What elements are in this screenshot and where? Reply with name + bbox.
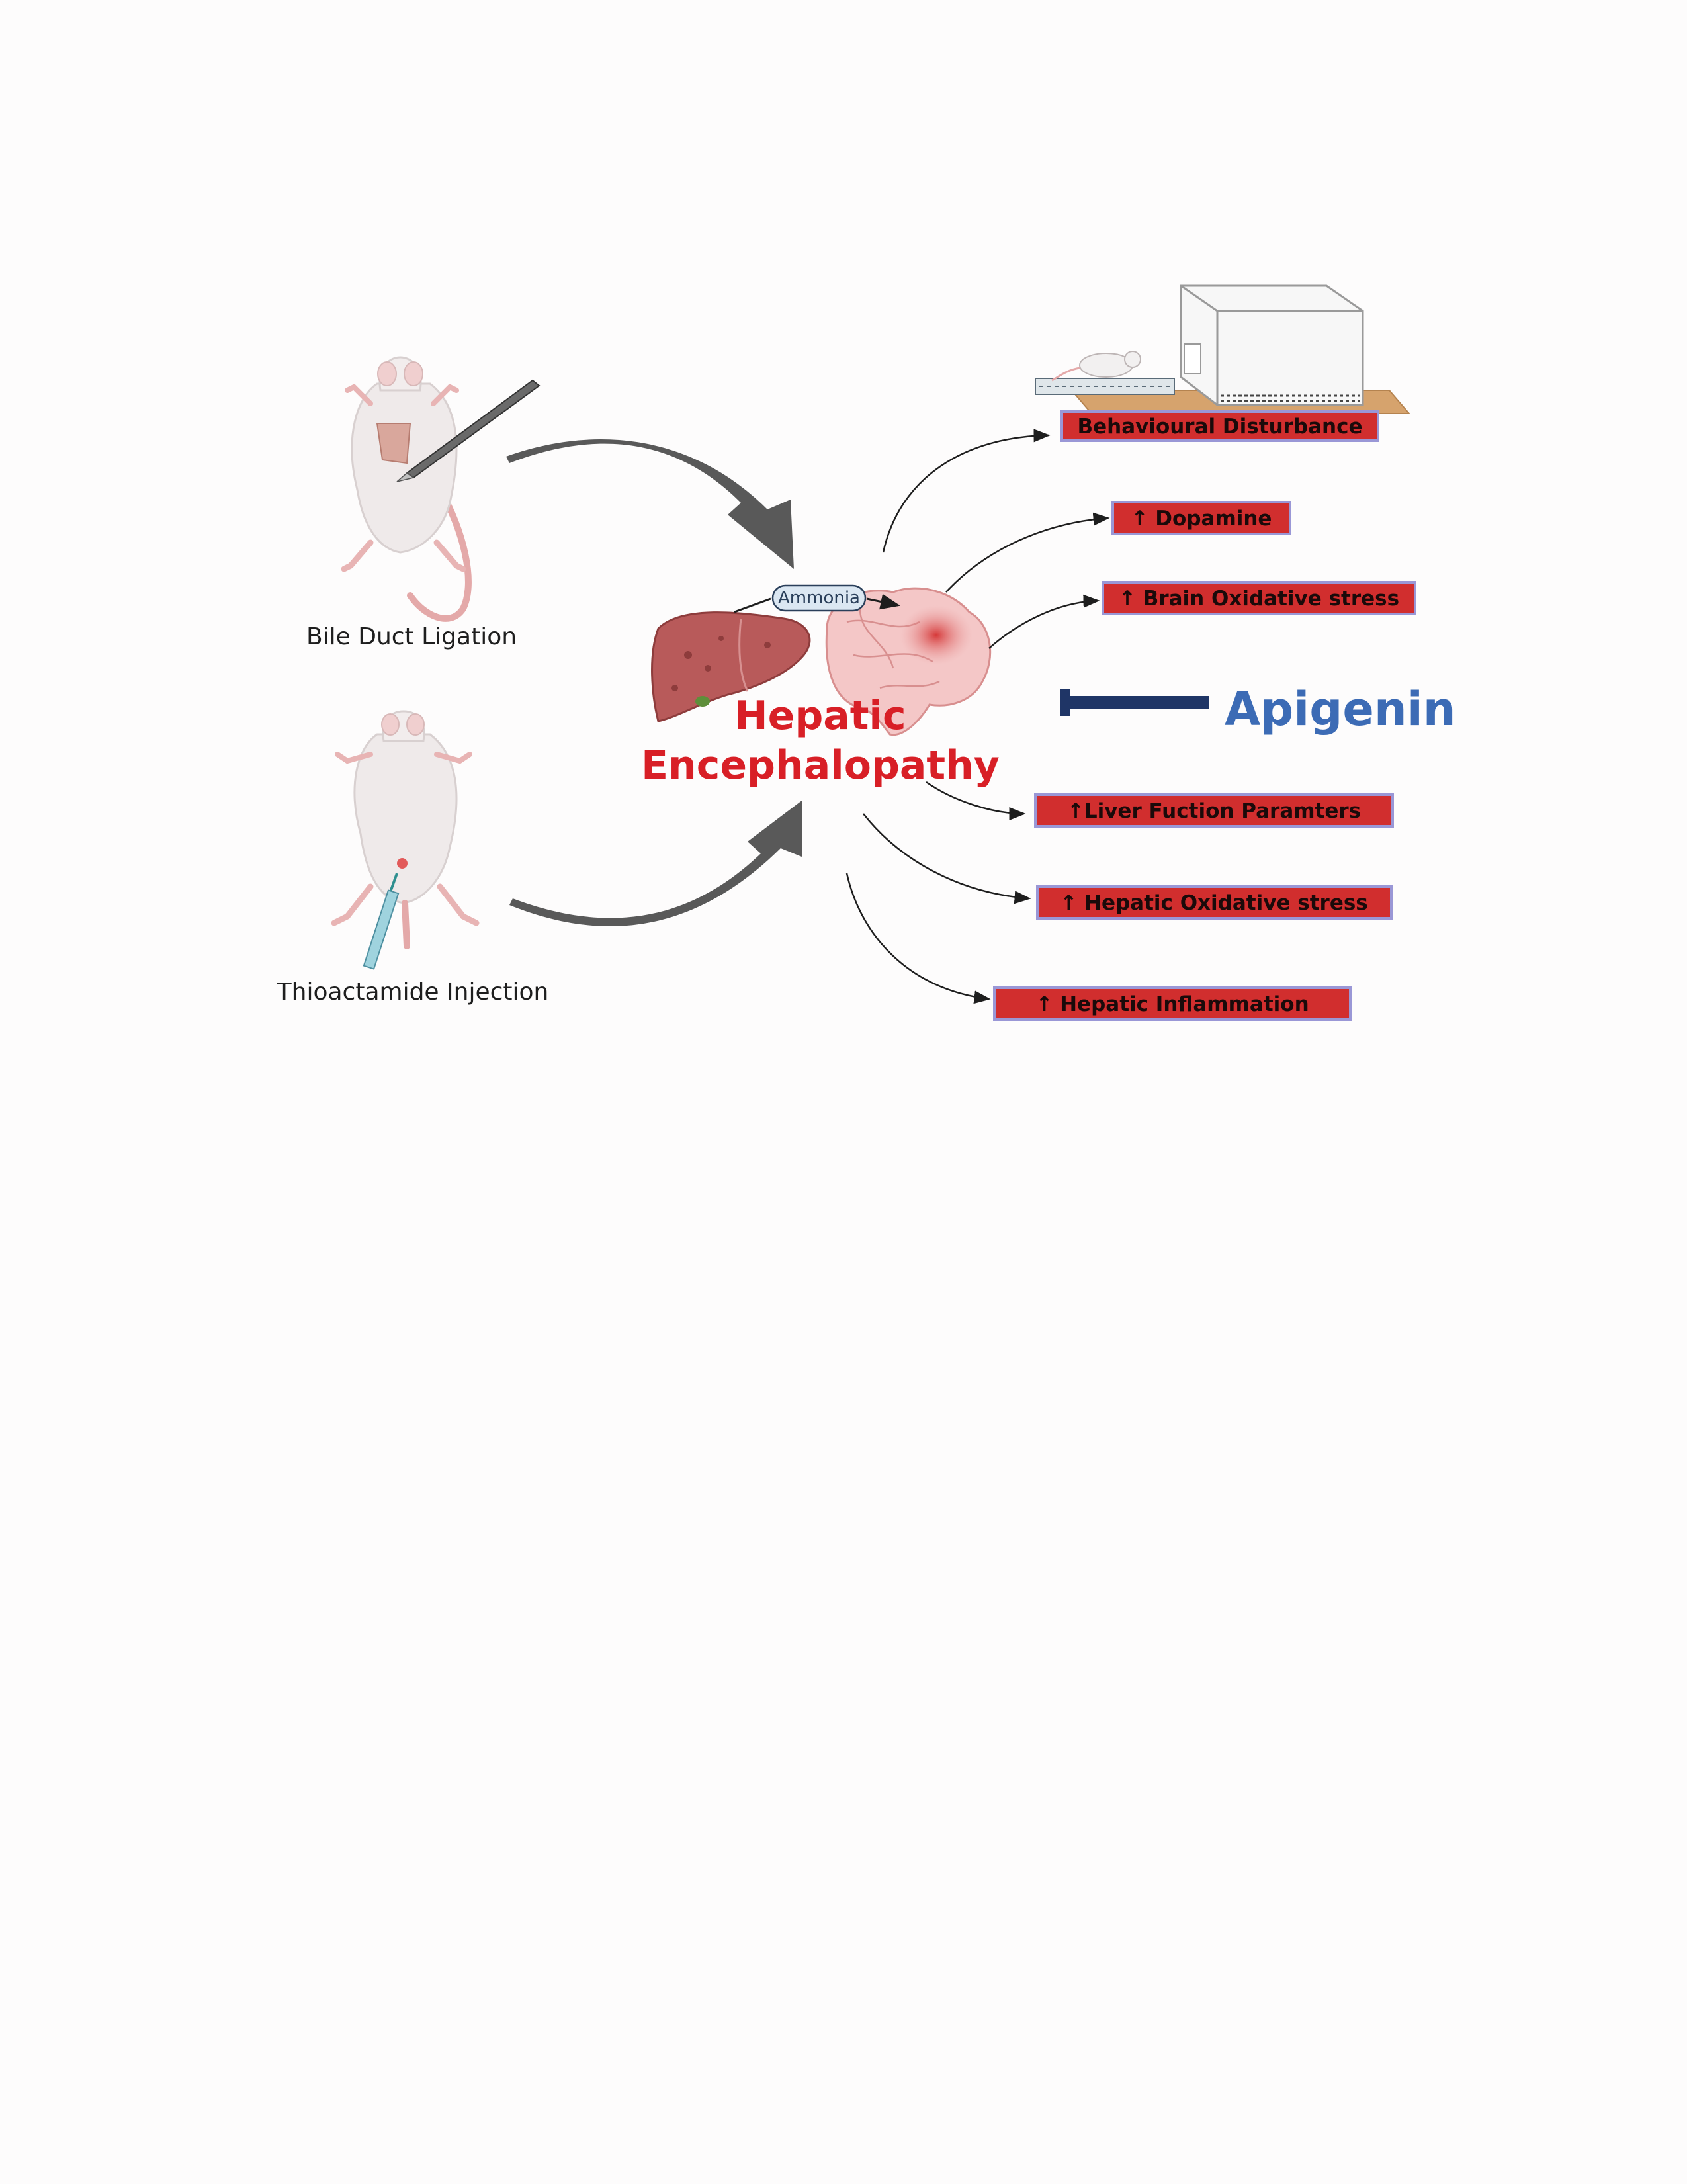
brain-illustration — [825, 587, 992, 736]
ammonia-pill — [771, 584, 867, 612]
apigenin-label: Apigenin — [1225, 682, 1456, 736]
ammonia-arrow — [866, 593, 900, 610]
outcome-label-hepatic-inflammation: ↑ Hepatic Inflammation — [1035, 992, 1309, 1016]
outcome-box-behaviour: Behavioural Disturbance — [1060, 410, 1379, 442]
arrow-to-behaviour — [882, 429, 1051, 553]
outcome-label-hepatic-oxidative: ↑ Hepatic Oxidative stress — [1060, 891, 1368, 915]
bdl-label: Bile Duct Ligation — [306, 623, 517, 650]
outcome-box-hepatic-inflammation: ↑ Hepatic Inflammation — [993, 986, 1352, 1021]
taa-label: Thioactamide Injection — [277, 979, 549, 1006]
outcome-label-liver-function: ↑Liver Fuction Paramters — [1067, 799, 1361, 823]
outcome-label-behaviour: Behavioural Disturbance — [1077, 415, 1362, 439]
outcome-box-dopamine: ↑ Dopamine — [1111, 501, 1291, 535]
he-title-line2: Encephalopathy — [641, 742, 1000, 789]
outcome-box-brain-oxidative: ↑ Brain Oxidative stress — [1102, 581, 1416, 615]
big-arrow-top — [506, 439, 794, 569]
outcome-box-hepatic-oxidative: ↑ Hepatic Oxidative stress — [1036, 885, 1393, 920]
outcome-arrows — [845, 429, 1110, 1004]
big-arrow-bottom — [509, 801, 802, 927]
outcome-box-liver-function: ↑Liver Fuction Paramters — [1034, 793, 1394, 828]
he-title-line1: Hepatic — [734, 693, 906, 739]
outcome-label-brain-oxidative: ↑ Brain Oxidative stress — [1119, 587, 1399, 611]
arrow-to-dopamine — [945, 512, 1110, 593]
arrow-to-hepatic-oxidative — [863, 813, 1031, 904]
inhibition-bar — [1060, 696, 1209, 709]
arrow-to-hepatic-inflammation — [845, 873, 991, 1004]
ammonia-label: Ammonia — [778, 588, 860, 608]
behaviour-apparatus-illustration — [1035, 284, 1411, 414]
arrow-to-brain-oxidative — [988, 594, 1100, 649]
outcome-label-dopamine: ↑ Dopamine — [1131, 507, 1272, 531]
rat-bdl-illustration — [341, 356, 541, 622]
inhibition-cap — [1060, 689, 1070, 716]
rat-taa-illustration — [331, 710, 480, 970]
arrow-to-liver-function — [926, 781, 1026, 820]
liver-illustration — [651, 611, 811, 722]
apigenin-inhibitor: Apigenin — [1060, 682, 1456, 736]
